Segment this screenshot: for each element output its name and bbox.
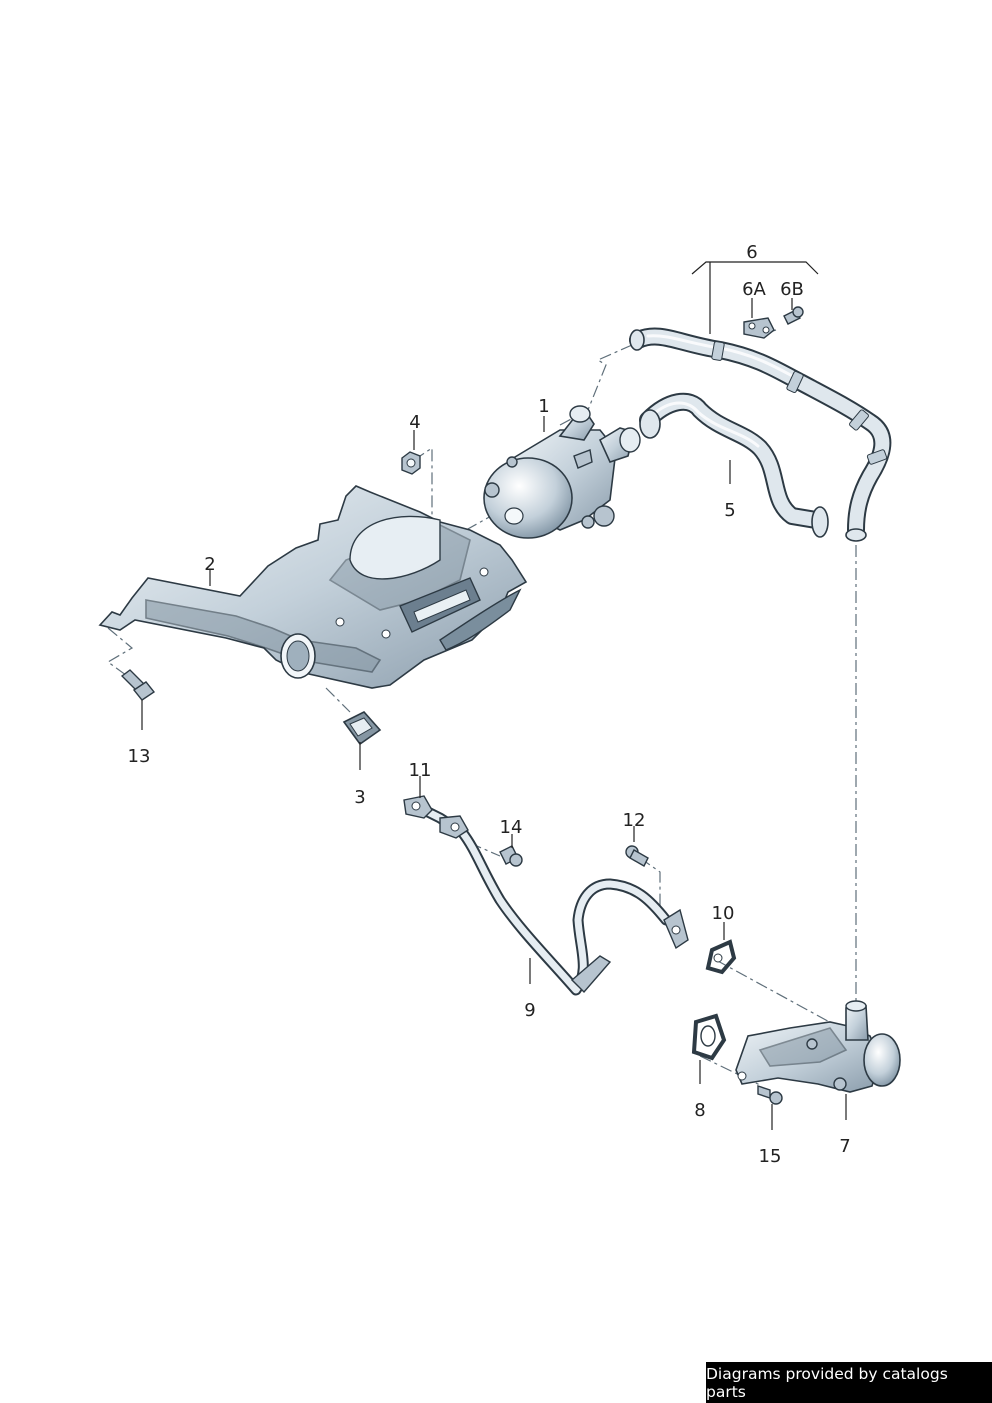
callout-6b: 6B (780, 279, 804, 300)
combination-valve (735, 1000, 901, 1093)
heat-shield-bracket (98, 485, 528, 689)
hose-5 (639, 392, 829, 538)
callout-10: 10 (712, 903, 735, 924)
callout-labels: 1 2 3 4 5 6 6A 6B 7 8 9 10 11 12 13 14 1… (128, 242, 851, 1167)
callout-11: 11 (409, 760, 432, 781)
callout-12: 12 (623, 810, 646, 831)
gasket-10 (705, 939, 737, 975)
callout-6: 6 (746, 242, 757, 263)
callout-6a: 6A (742, 279, 766, 300)
footer-credit-badge: Diagrams provided by catalogs parts (706, 1362, 992, 1403)
callout-13: 13 (128, 746, 151, 767)
bolt-13 (120, 669, 156, 701)
bolt-6b (783, 306, 804, 325)
callout-5: 5 (724, 500, 735, 521)
leader-lines (141, 261, 847, 1130)
callout-9: 9 (524, 1000, 535, 1021)
callout-3: 3 (354, 787, 365, 808)
nut (401, 451, 421, 475)
callout-7: 7 (839, 1136, 850, 1157)
bolt-12 (625, 845, 649, 867)
callout-8: 8 (694, 1100, 705, 1121)
callout-15: 15 (759, 1146, 782, 1167)
bolt-14 (499, 845, 523, 867)
hose-6 (629, 327, 892, 542)
callout-14: 14 (500, 817, 523, 838)
secondary-air-pump (483, 405, 641, 539)
callout-2: 2 (204, 554, 215, 575)
callout-4: 4 (409, 412, 420, 433)
gasket-8 (691, 1013, 727, 1061)
footer-credit-text: Diagrams provided by catalogs parts (706, 1364, 948, 1401)
callout-1: 1 (538, 396, 549, 417)
gasket-6a (743, 317, 775, 339)
bolt-15 (757, 1085, 783, 1105)
pipe-9 (403, 795, 689, 996)
clip-3 (342, 711, 382, 746)
